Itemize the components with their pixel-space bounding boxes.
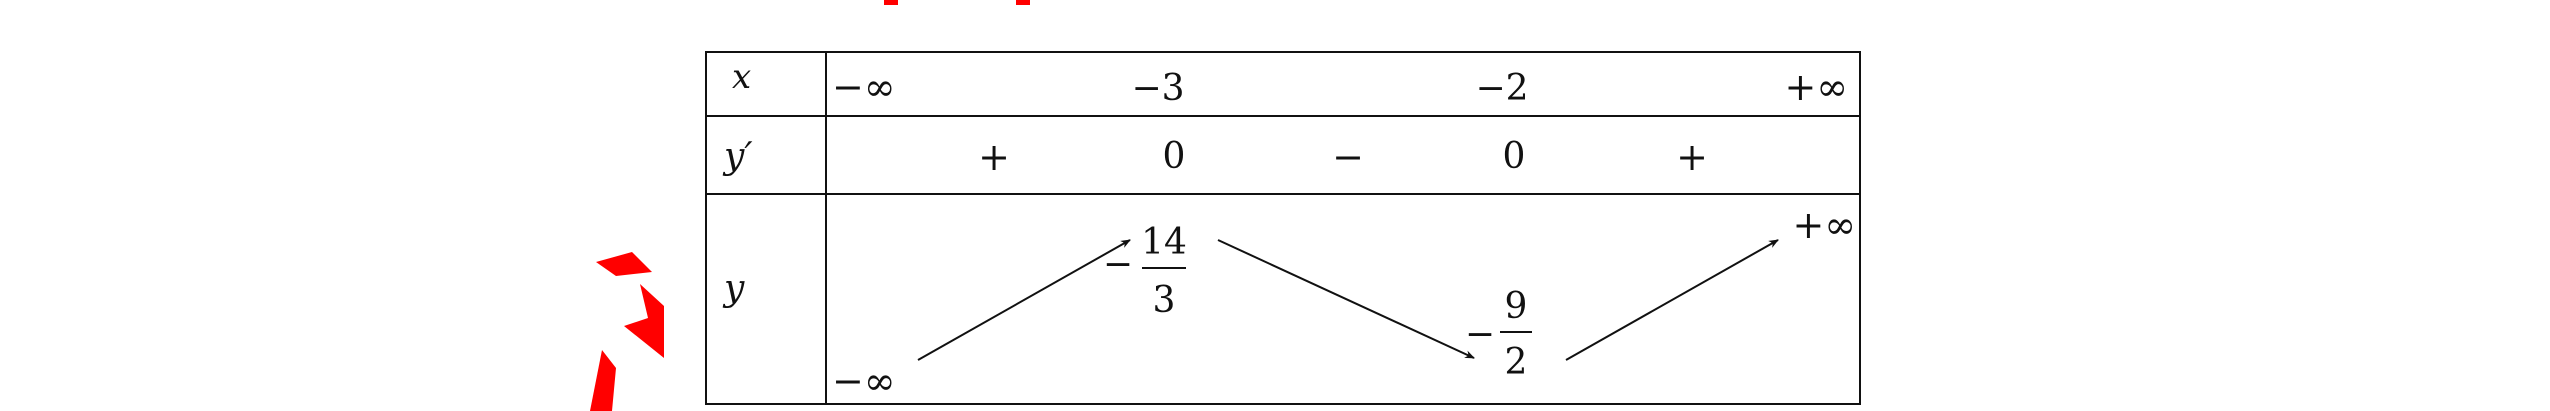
red-mark-left-3 [590, 350, 616, 411]
x-value-neg-inf: −∞ [832, 65, 896, 109]
y-min-numerator: 9 [1505, 286, 1528, 327]
table-grid [705, 51, 1861, 405]
y-min-denominator: 2 [1505, 342, 1528, 383]
derivative-zero-1: 0 [1163, 136, 1186, 177]
variation-arrows [917, 239, 1779, 361]
red-mark-left-2 [624, 284, 664, 358]
y-left-limit: −∞ [832, 359, 896, 403]
x-value-minus-2: −2 [1475, 68, 1528, 109]
y-max-denominator: 3 [1153, 280, 1176, 321]
derivative-zero-2: 0 [1503, 136, 1526, 177]
x-value-pos-inf: +∞ [1785, 65, 1849, 109]
row-label-yprime: y′ [722, 136, 753, 177]
y-min-sign: − [1465, 314, 1495, 355]
y-local-maximum: − 14 3 [1103, 222, 1187, 321]
derivative-sign-3: + [1676, 135, 1708, 179]
red-decoration [590, 0, 1030, 411]
arrow-decreasing [1217, 239, 1475, 359]
arrow-increasing-2 [1565, 239, 1779, 361]
y-max-sign: − [1103, 244, 1133, 285]
y-local-minimum: − 9 2 [1465, 286, 1532, 383]
red-mark-left-1 [596, 252, 652, 276]
derivative-sign-1: + [978, 135, 1010, 179]
row-label-x: x [732, 57, 751, 97]
y-max-numerator: 14 [1141, 222, 1187, 263]
x-value-minus-3: −3 [1131, 68, 1184, 109]
row-label-y: y [722, 268, 745, 309]
derivative-sign-2: − [1332, 135, 1364, 179]
arrow-increasing-1 [917, 239, 1131, 361]
table-border [705, 51, 1861, 405]
red-mark-top-2 [1016, 0, 1030, 5]
red-mark-top-1 [884, 0, 898, 5]
y-right-limit: +∞ [1793, 203, 1857, 247]
